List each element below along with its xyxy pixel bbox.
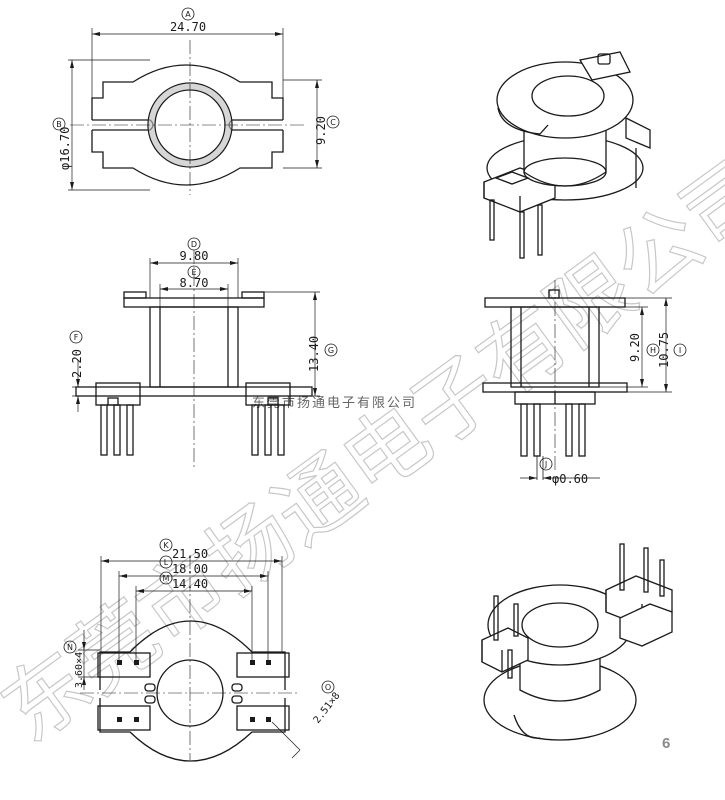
dim-g-value: 13.40 <box>307 336 321 372</box>
dim-g-marker: G <box>328 346 334 355</box>
dim-j-marker: J <box>544 460 547 469</box>
dim-c-marker: C <box>330 118 336 127</box>
dim-f-value: 2.20 <box>70 349 84 378</box>
dim-i-value: 10.75 <box>657 332 671 368</box>
side-view: D 9.80 E 8.70 F 2.20 G 13.40 <box>69 237 338 470</box>
bottom-view-pin-holes <box>117 660 271 722</box>
dim-b-marker: B <box>56 120 62 129</box>
front-view-pins <box>520 403 586 457</box>
dim-k-marker: K <box>163 541 169 550</box>
top-view-flange-lower <box>91 130 284 186</box>
top-view: A 24.70 B φ16.70 C 9.20 <box>52 7 340 195</box>
bottom-view-body-lower <box>99 698 286 762</box>
dim-l-value: 18.00 <box>172 562 208 576</box>
isometric-view-bottom <box>481 543 673 741</box>
dim-m-marker: M <box>163 574 170 583</box>
dim-h-value: 9.20 <box>628 333 642 362</box>
watermark: 东莞市扬通电子有限公司 东莞市扬通电子有限公司 <box>0 138 725 762</box>
dim-i-marker: I <box>679 346 681 355</box>
dim-b-value: φ16.70 <box>58 127 72 170</box>
dim-j-value: φ0.60 <box>552 472 588 486</box>
dim-h-marker: H <box>650 346 656 355</box>
watermark-small-text: 东莞市扬通电子有限公司 <box>252 395 417 411</box>
front-view: H 9.20 I 10.75 J φ0.60 <box>482 280 687 486</box>
dim-e-value: 8.70 <box>180 276 209 290</box>
dim-c-value: 9.20 <box>314 116 328 145</box>
watermark-text: 东莞市扬通电子有限公司 <box>0 139 725 761</box>
dim-a-marker: A <box>185 10 191 19</box>
dim-d-value: 9.80 <box>180 249 209 263</box>
bottom-view-body-upper <box>99 620 286 690</box>
dim-l-marker: L <box>164 558 169 567</box>
dim-o-value: 2.51×8 <box>312 691 343 726</box>
dim-o-marker: O <box>325 683 331 692</box>
dim-a-value: 24.70 <box>170 20 206 34</box>
dim-e-marker: E <box>191 268 196 277</box>
dim-n-marker: N <box>67 643 73 652</box>
side-view-pins <box>100 404 285 456</box>
dim-n-value: 3.60×4 <box>74 652 85 688</box>
dim-m-value: 14.40 <box>172 577 208 591</box>
page-number: 6 <box>662 735 670 752</box>
dim-f-marker: F <box>74 333 79 342</box>
dim-k-value: 21.50 <box>172 547 208 561</box>
isometric-view-top <box>483 51 651 259</box>
dim-d-marker: D <box>191 240 197 249</box>
top-view-flange-upper <box>91 64 284 120</box>
